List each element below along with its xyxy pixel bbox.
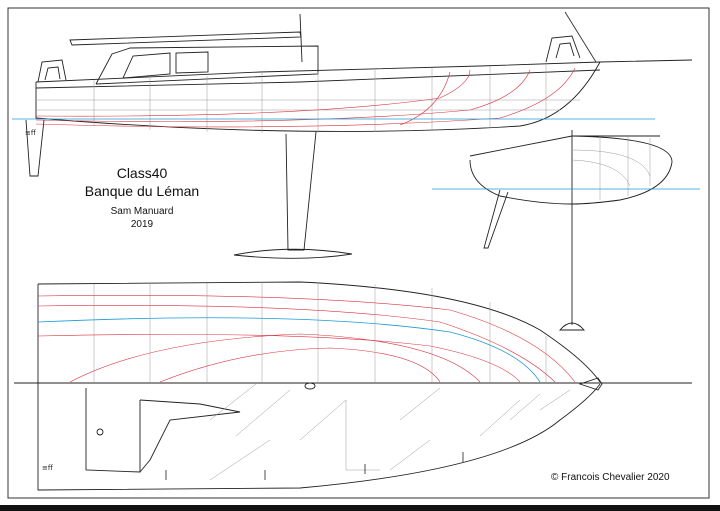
aft-pulpit-rail [44,66,61,81]
stanchion-marks [165,452,464,480]
rudder [25,119,45,177]
deck-line [35,69,601,89]
body-plan-bulb [559,322,585,331]
body-plan-stations [571,136,651,200]
half-breadth-waterlines [37,294,576,383]
boat-class-label: Class40 [116,165,168,181]
designer-label: Sam Manuard [110,206,174,217]
deck-plan [37,377,603,491]
draft-mark: ≡ff [25,129,36,137]
coachroof-window [175,51,209,74]
profile-stations [36,64,580,133]
coachroof-outline [139,399,241,473]
deck-outline [37,281,601,383]
coachroof [95,45,319,85]
half-breadth-grid [93,282,547,383]
coachroof-window [122,52,171,79]
bow-pulpit-rail [555,42,575,59]
datum-waterline-plan [37,317,541,383]
keel-bulb [233,248,353,259]
forestay [564,11,597,63]
hull-profile [35,61,601,132]
bow-pulpit [545,35,581,63]
sheer-line [35,59,693,83]
boom [69,31,302,46]
copyright-label: © Francois Chevalier 2020 [551,472,670,483]
boat-name-label: Banque du Léman [84,183,200,199]
deck-edge [37,383,601,491]
transom-mark: ≡ff [42,464,53,472]
mast-line [299,13,303,63]
body-plan-hull-left [469,159,573,205]
body-plan [469,130,673,331]
keel-fin [285,131,317,251]
profile-buttocks [35,67,576,128]
year-label: 2019 [130,219,154,230]
body-plan-hull-right [571,135,673,205]
cockpit-outline [85,388,141,473]
drawing-frame [7,7,710,499]
body-plan-deck [469,135,660,157]
bow-fitting [578,377,603,391]
hatch [304,382,316,390]
half-breadth-plan [14,281,692,384]
bottom-bar [0,505,720,511]
winch [96,428,104,436]
body-plan-keel [483,189,509,249]
profile-view [25,11,693,259]
aft-pulpit [37,59,67,83]
deck-plan-panels [209,383,571,481]
